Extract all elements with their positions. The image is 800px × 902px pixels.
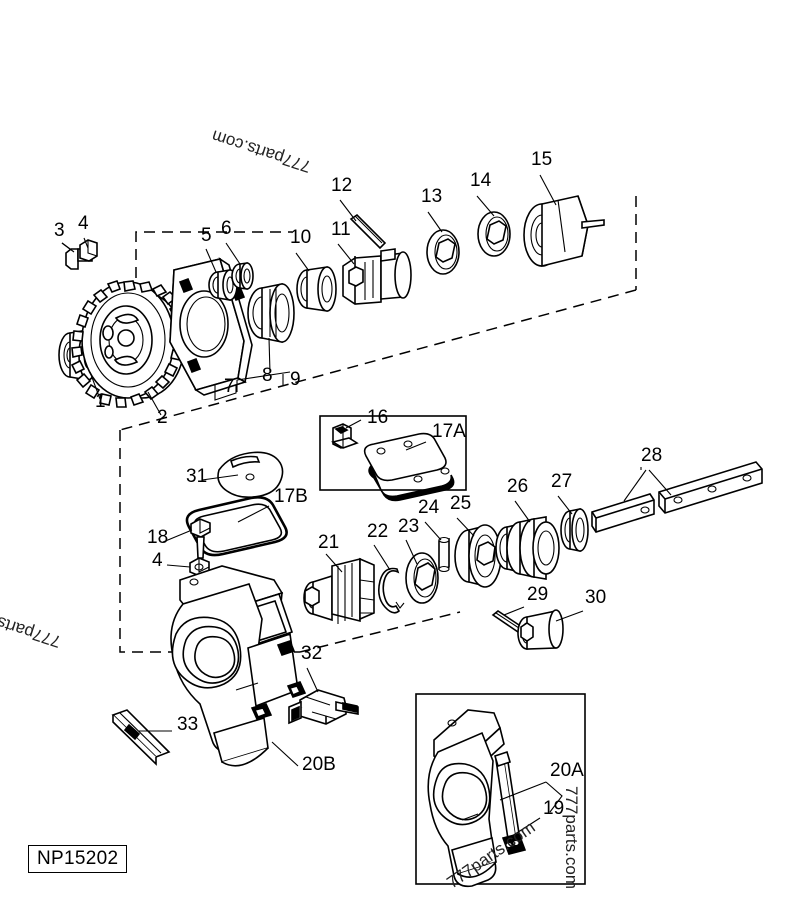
watermark-right: 777parts.com: [562, 786, 581, 889]
callout-22: 22: [367, 521, 388, 542]
part-16-clip: [330, 423, 359, 449]
callout-9: 9: [290, 369, 301, 390]
part-22-snap-ring: [378, 567, 405, 614]
part-12-roll-pin: [349, 213, 387, 250]
callout-25: 25: [450, 493, 471, 514]
callout-10: 10: [290, 227, 311, 248]
callout-17a: 17A: [432, 421, 466, 442]
watermark-top: 777parts.com: [209, 126, 313, 176]
part-11-coupler-shaft: [342, 248, 412, 305]
callout-11: 11: [331, 219, 351, 240]
callout-20a: 20A: [550, 760, 584, 781]
callout-numbers: 1 2 3 4 5 6 7 8 9 10 11 12 13 14 15 16 1…: [54, 149, 662, 819]
callout-26: 26: [507, 476, 528, 497]
part-6-ring: [231, 262, 254, 290]
callout-15: 15: [531, 149, 552, 170]
callout-21: 21: [318, 532, 339, 553]
callout-19: 19: [543, 798, 564, 819]
callout-32: 32: [301, 643, 322, 664]
callout-24: 24: [418, 497, 440, 518]
callout-2: 2: [157, 407, 168, 428]
callout-14: 14: [470, 170, 492, 191]
part-27-washer: [560, 508, 589, 552]
callout-23: 23: [398, 516, 419, 537]
leader-lines: [61, 174, 672, 837]
part-31-cover: [217, 451, 284, 498]
part-13-shim-plate: [426, 229, 460, 275]
callout-33: 33: [177, 714, 198, 735]
part-28-bar-long: [658, 461, 763, 514]
callout-17b: 17B: [274, 486, 308, 507]
part-20b-housing: [170, 565, 307, 767]
callout-31: 31: [186, 466, 207, 487]
callout-18: 18: [147, 527, 168, 548]
part-20a-housing-detail: [427, 709, 527, 888]
callout-29: 29: [527, 584, 548, 605]
part-15-drum: [523, 195, 605, 268]
callout-4: 4: [78, 213, 89, 234]
part-8-bearing-stack: [247, 283, 295, 343]
callout-4-lower: 4: [152, 550, 163, 571]
part-4-nut-upper: [79, 239, 98, 262]
part-21-drive-coupler: [303, 557, 375, 624]
diagram-code-label: NP15202: [28, 845, 128, 873]
part-28-bar-short: [591, 493, 655, 533]
part-24-dowel-pin: [438, 536, 450, 573]
part-2-sprocket: [70, 279, 186, 408]
callout-28: 28: [641, 445, 662, 466]
callout-12: 12: [331, 175, 352, 196]
callout-13: 13: [421, 186, 442, 207]
part-10-seal-ring: [296, 266, 337, 312]
callout-3: 3: [54, 220, 65, 241]
part-18-bolt: [190, 518, 211, 559]
callout-8: 8: [262, 365, 273, 386]
part-17a-cover-plate: [363, 432, 455, 502]
callout-5: 5: [201, 225, 212, 246]
part-17b-gasket: [185, 496, 288, 557]
part-32-latch-assembly: [288, 689, 359, 725]
part-14-shim-plate: [477, 211, 511, 257]
watermark-left: 777parts.com: [0, 601, 63, 651]
part-26-bushing-stack: [495, 516, 560, 580]
callout-30: 30: [585, 587, 606, 608]
part-5-seal: [208, 269, 238, 301]
dashed-boundary-upper: [119, 196, 637, 431]
part-30-drum: [517, 609, 564, 650]
callout-1: 1: [95, 391, 106, 412]
part-33-wear-strip: [111, 709, 171, 766]
callout-27: 27: [551, 471, 572, 492]
callout-16: 16: [367, 407, 388, 428]
callout-6: 6: [221, 218, 232, 239]
callout-20b: 20B: [302, 754, 336, 775]
part-23-washer-plate: [405, 552, 439, 604]
callout-7: 7: [224, 376, 235, 397]
part-25-hub: [454, 524, 502, 588]
